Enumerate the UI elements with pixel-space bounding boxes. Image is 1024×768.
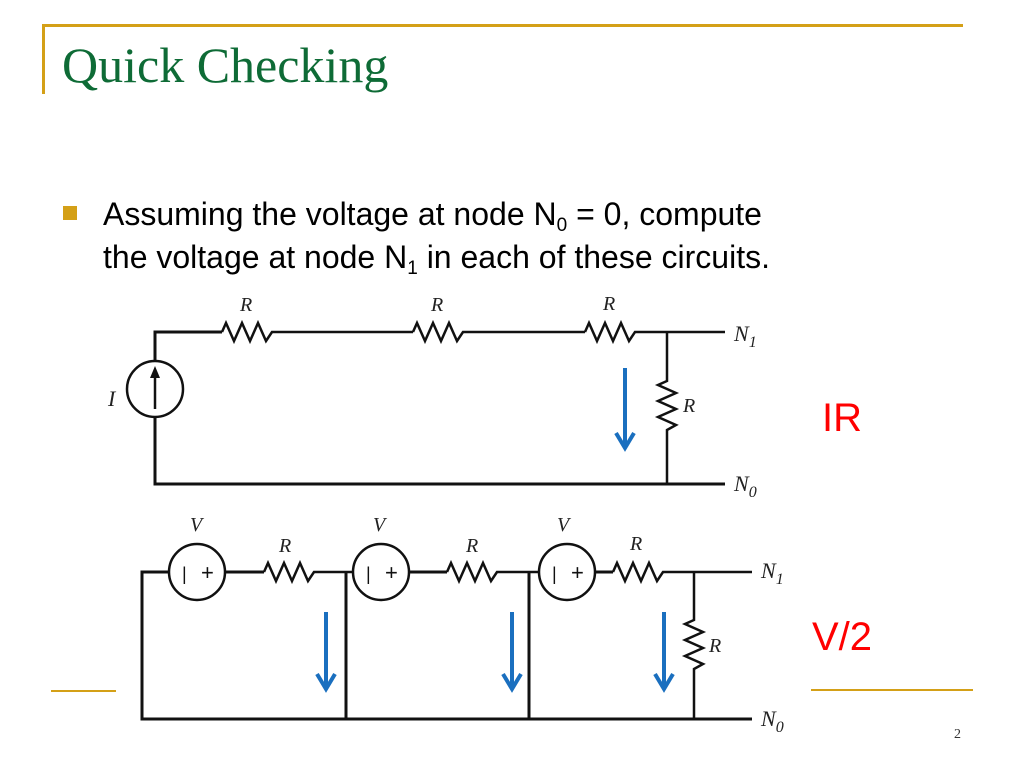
resistor-3 — [583, 319, 725, 345]
node-label-n0: N0 — [760, 706, 784, 736]
current-arrow-head — [150, 366, 160, 378]
resistor-label: R — [682, 395, 695, 417]
resistor-label: R — [278, 535, 291, 557]
resistor — [262, 559, 353, 585]
minus-terminal: | — [366, 564, 371, 584]
voltage-source-icon — [167, 542, 227, 602]
node-subscript: 1 — [749, 334, 757, 351]
node-subscript: 0 — [749, 484, 757, 501]
circuit-2-labels: V | + R V | + R V | + R R N1 N0 — [182, 514, 784, 736]
resistor — [445, 559, 539, 585]
source-label: V — [190, 514, 205, 536]
bullet-marker — [63, 206, 77, 220]
node-subscript: 0 — [776, 719, 784, 736]
minus-terminal: | — [552, 564, 557, 584]
resistor — [611, 559, 752, 585]
current-source-icon — [125, 359, 185, 419]
plus-terminal: + — [571, 560, 584, 585]
node-letter: N — [733, 471, 750, 496]
resistor-label: R — [239, 294, 252, 316]
slide-title: Quick Checking — [62, 37, 389, 93]
resistor-label: R — [465, 535, 478, 557]
node-letter: N — [760, 558, 777, 583]
node-label-n1: N1 — [760, 558, 784, 588]
circuit-1-labels: I R R R R N1 N0 — [107, 293, 757, 501]
circuit-1 — [125, 319, 725, 486]
minus-terminal: | — [182, 564, 187, 584]
subscript: 0 — [556, 215, 568, 236]
footer-right-rule — [811, 689, 973, 691]
current-direction-arrow-head — [614, 431, 636, 452]
shunt-resistor — [681, 572, 707, 719]
node-label-n1: N1 — [733, 321, 757, 351]
voltage-source-icon — [351, 542, 411, 602]
bullet-text-part: = 0, compute — [567, 196, 762, 232]
subscript: 1 — [407, 258, 418, 279]
plus-terminal: + — [385, 560, 398, 585]
wire — [153, 330, 222, 361]
bullet-text: Assuming the voltage at node N0 = 0, com… — [103, 193, 1003, 279]
current-direction-arrow-head — [501, 672, 523, 693]
title-top-rule — [42, 24, 963, 27]
source-label: V — [373, 514, 388, 536]
wire — [140, 570, 752, 721]
resistor-label: R — [430, 294, 443, 316]
answer-circuit-1: IR — [822, 396, 862, 440]
current-direction-arrow-head — [653, 672, 675, 693]
voltage-source-icon — [537, 542, 597, 602]
resistor-label: R — [708, 635, 721, 657]
bullet-text-part: Assuming the voltage at node N — [103, 196, 557, 232]
resistor-label: R — [629, 533, 642, 555]
node-letter: N — [760, 706, 777, 731]
resistor-1 — [220, 319, 413, 345]
source-label: I — [107, 386, 117, 411]
page-number: 2 — [954, 727, 961, 742]
plus-terminal: + — [201, 560, 214, 585]
resistor-label: R — [602, 293, 615, 315]
shunt-resistor — [654, 332, 680, 484]
title-left-rule — [42, 24, 45, 94]
node-label-n0: N0 — [733, 471, 757, 501]
bullet-text-part: the voltage at node N — [103, 239, 408, 275]
answer-circuit-2: V/2 — [812, 615, 873, 659]
node-subscript: 1 — [776, 571, 784, 588]
source-label: V — [557, 514, 572, 536]
circuit-2 — [140, 542, 752, 721]
bullet-text-part: in each of these circuits. — [417, 239, 770, 275]
footer-left-rule — [51, 690, 116, 692]
current-direction-arrow-head — [315, 672, 337, 693]
resistor-2 — [411, 319, 585, 345]
node-letter: N — [733, 321, 750, 346]
wire — [153, 417, 725, 486]
